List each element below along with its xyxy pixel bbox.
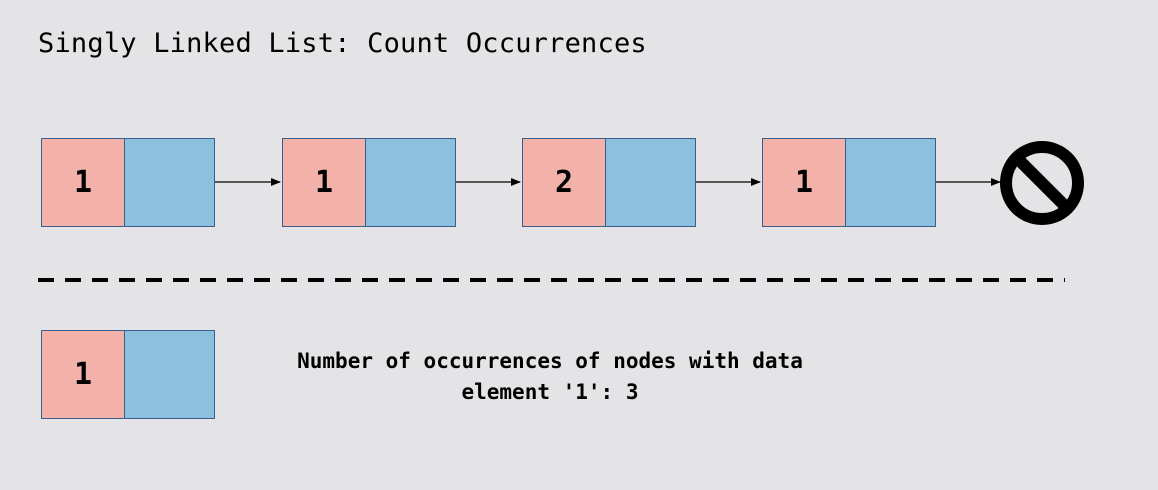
node-data-cell: 1 <box>41 330 125 419</box>
null-prohibited-icon <box>1000 141 1084 225</box>
list-node-3: 2 <box>522 138 696 227</box>
node-pointer-cell <box>366 138 456 227</box>
node-pointer-cell <box>125 330 215 419</box>
node-data-cell: 1 <box>282 138 366 227</box>
result-line-1: Number of occurrences of nodes with data <box>297 349 803 373</box>
node-data-cell: 1 <box>41 138 125 227</box>
result-line-2: element '1': 3 <box>461 380 639 404</box>
search-key-node: 1 <box>41 330 215 419</box>
node-pointer-cell <box>125 138 215 227</box>
node-data-cell: 2 <box>522 138 606 227</box>
node-data-cell: 1 <box>762 138 846 227</box>
list-node-4: 1 <box>762 138 936 227</box>
list-node-2: 1 <box>282 138 456 227</box>
result-text: Number of occurrences of nodes with data… <box>240 346 860 408</box>
list-node-1: 1 <box>41 138 215 227</box>
node-pointer-cell <box>606 138 696 227</box>
diagram-title: Singly Linked List: Count Occurrences <box>38 28 647 59</box>
node-pointer-cell <box>846 138 936 227</box>
